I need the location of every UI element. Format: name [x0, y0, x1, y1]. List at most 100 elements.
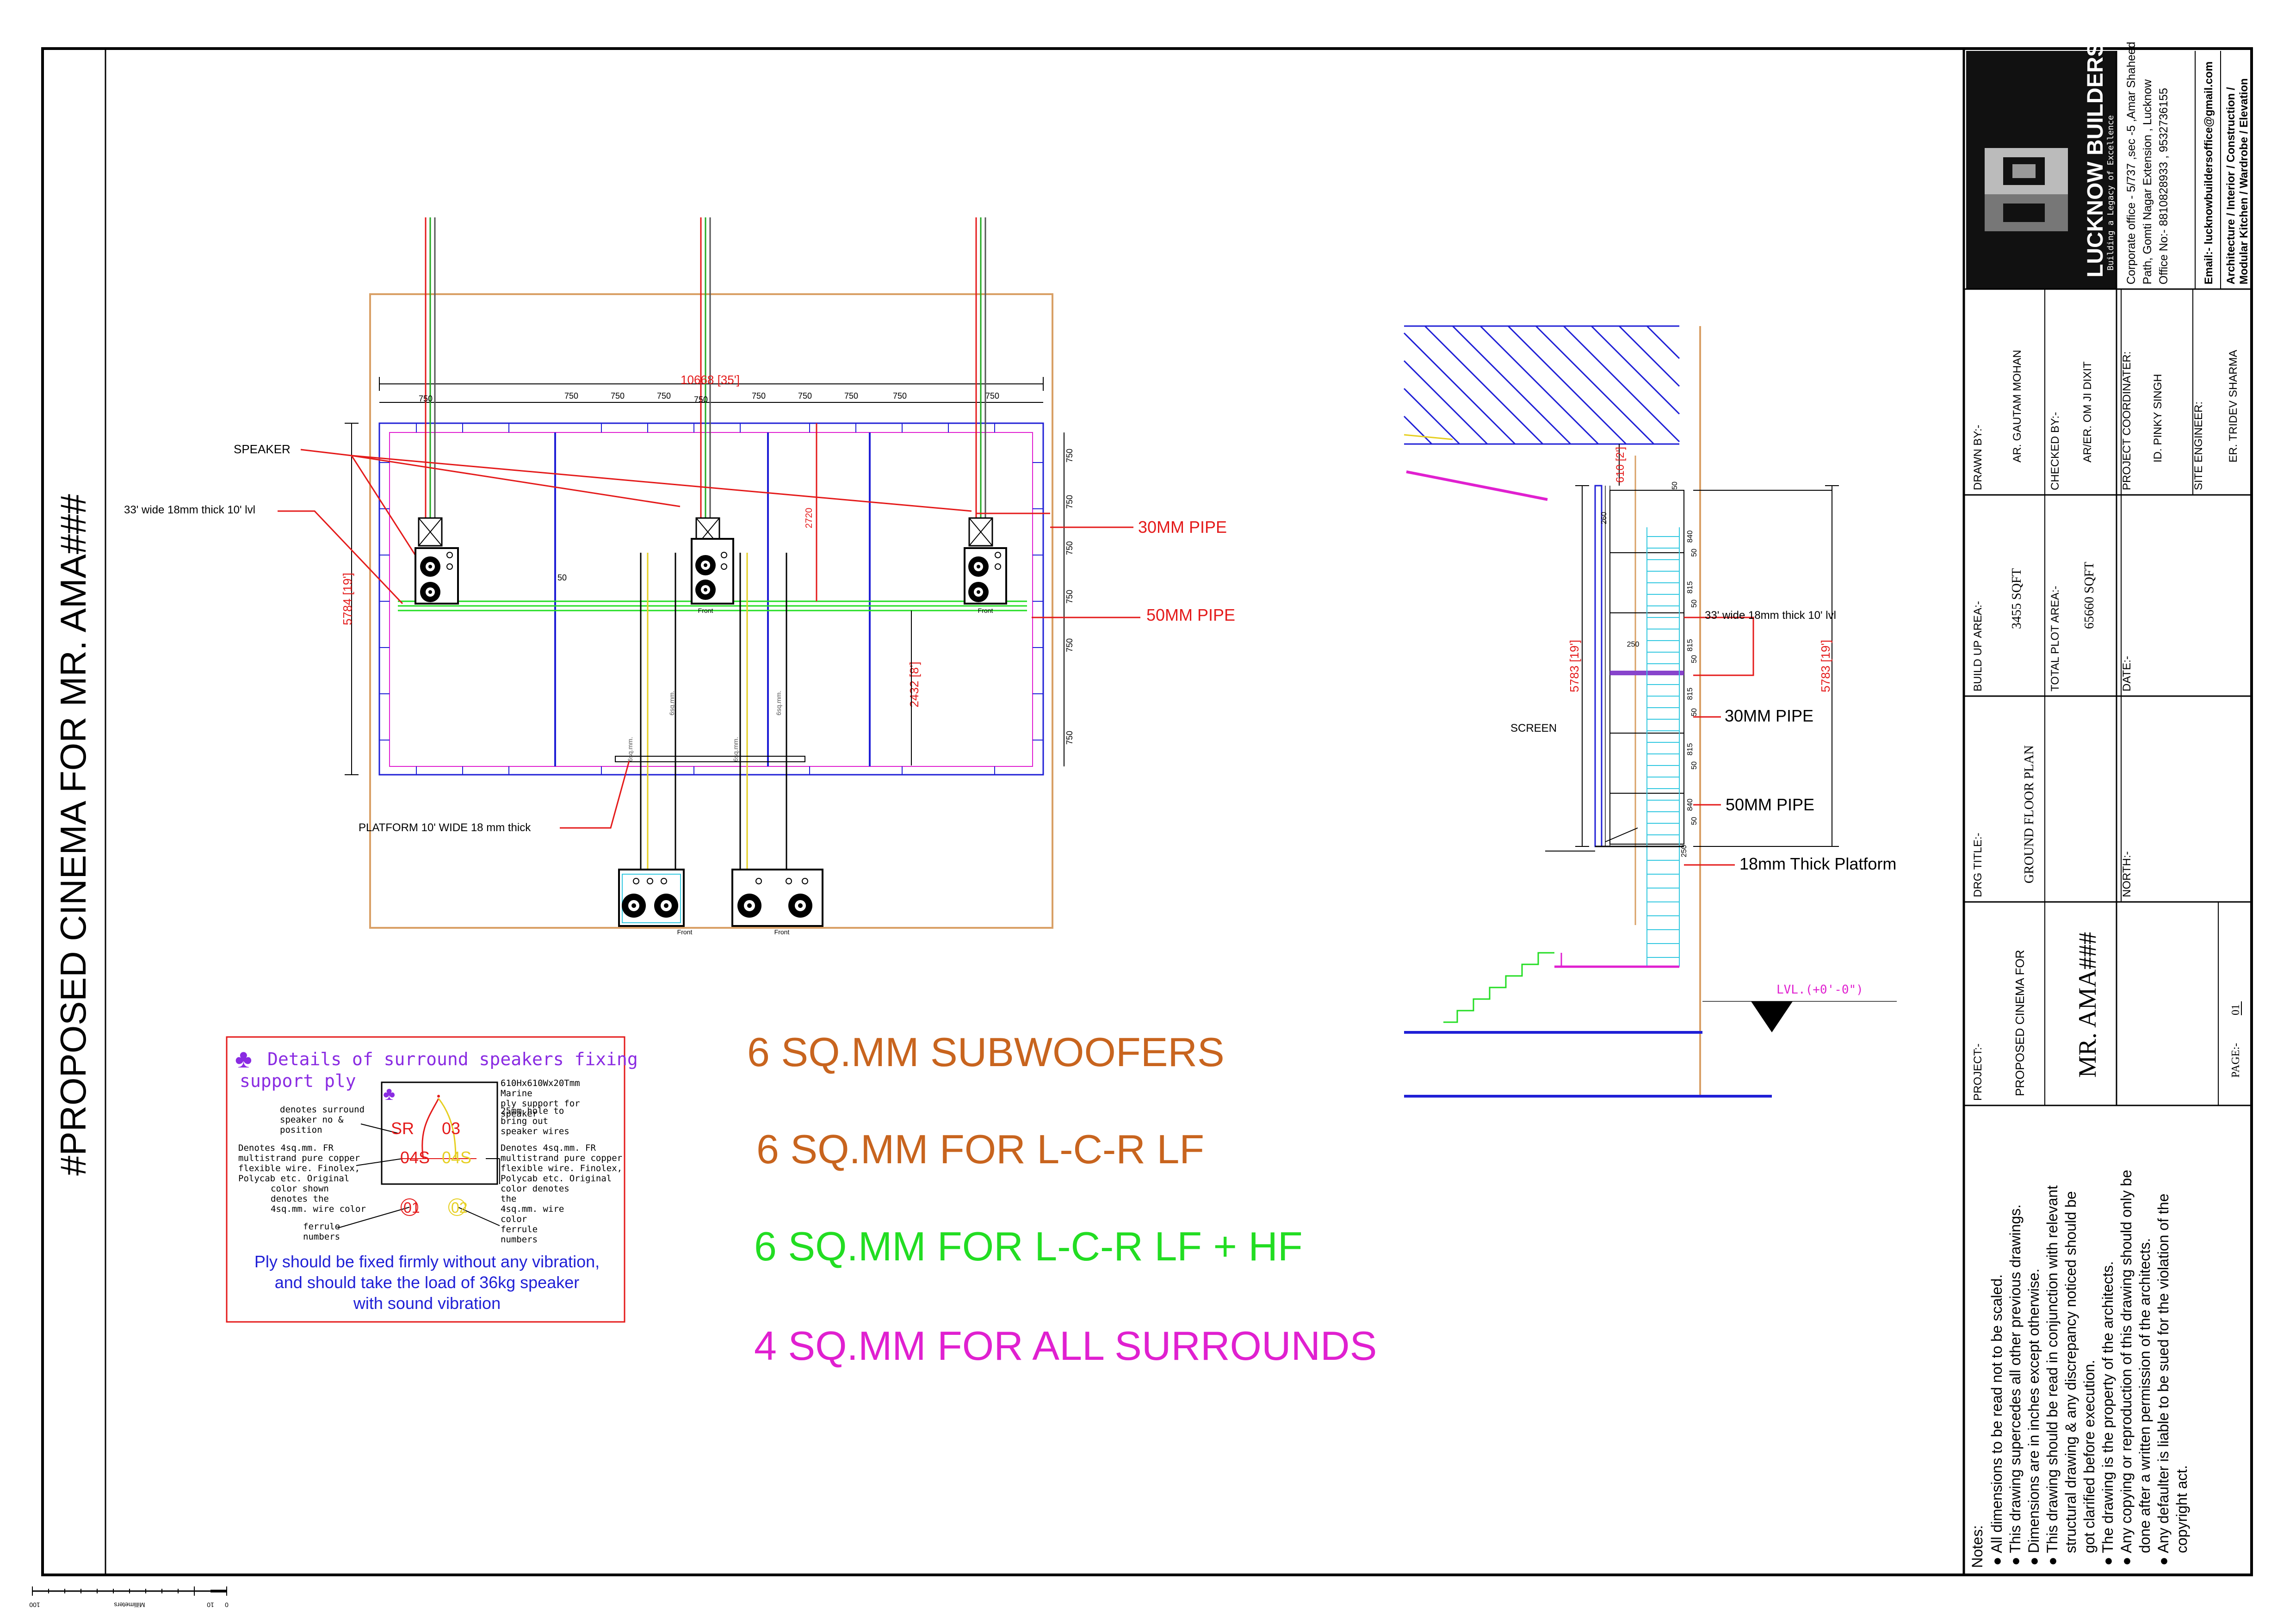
section-small-dims: 50 50 50 50 50 50 50 [1671, 481, 1698, 825]
detail-03: 03 [442, 1119, 460, 1138]
note-bullet: ● [1988, 1557, 2005, 1566]
small-dim: 50 [1690, 817, 1698, 825]
wire-note-left-line: multistrand pure copper [238, 1153, 360, 1163]
section-platform-label: 18mm Thick Platform [1739, 854, 1896, 873]
date-label: DATE:- [2121, 656, 2133, 691]
club-icon-small: ♣ [383, 1084, 395, 1104]
box-dim: 815 [1686, 688, 1694, 700]
company-email: Email:- lucknowbuildersoffice@gmail.com [2203, 62, 2215, 284]
denotes-surround-line: denotes surround [280, 1105, 365, 1115]
section-screen-label: SCREEN [1510, 722, 1557, 734]
hole-note-line: bring out [501, 1116, 548, 1126]
office-line: Corporate office - 5/737 ,sec -5 ,Amar S… [2125, 42, 2138, 284]
denotes-surround-line: speaker no & [280, 1115, 344, 1125]
plan-bay-dims: 750 750 750 750 750 750 750 750 750 750 [419, 391, 999, 404]
side-dim: 750 [1065, 495, 1074, 509]
hole-note-line: speaker wires [501, 1126, 569, 1136]
bay-dim: 750 [893, 391, 907, 401]
services-line: Modular Kitchen / Wardrobe / Elevation [2238, 78, 2250, 284]
plan-dim-50: 50 [557, 573, 567, 582]
box-dim: 840 [1686, 531, 1694, 543]
plot-area: 65660 SQFT [2082, 562, 2097, 629]
note-line: copyright act. [2173, 1465, 2190, 1553]
drg-title-label: DRG TITLE:- [1972, 833, 1984, 897]
small-dim: 50 [1690, 549, 1698, 557]
wire-note-left-line: flexible wire. Finolex, [238, 1163, 360, 1173]
section-dim-250b: 250 [1680, 845, 1688, 858]
note-line: Any defaulter is liable to be sued for t… [2155, 1194, 2172, 1553]
note-line: structural drawing & any discrepancy not… [2062, 1191, 2079, 1553]
front-label-sub-right: Front [774, 928, 790, 936]
small-dim: 50 [1690, 761, 1698, 770]
speaker-right [964, 517, 1007, 605]
wire-note-left-line: 4sq.mm. wire color [271, 1204, 366, 1214]
side-dim: 750 [1065, 449, 1074, 463]
plan-platform-label: PLATFORM 10' WIDE 18 mm thick [359, 821, 531, 834]
wire-tag: 6sq.mm. [626, 737, 634, 762]
wire-note-right-line: multistrand pure copper [501, 1153, 622, 1163]
section-height-left: 5783 [19'] [1567, 640, 1581, 692]
drg-title: GROUND FLOOR PLAN [2022, 745, 2036, 883]
denotes-surround-line: position [280, 1125, 322, 1135]
wire-note-left-line: Denotes 4sq.mm. FR [238, 1143, 334, 1153]
notes-label: Notes: [1969, 1525, 1986, 1568]
drawn-by-label: DRAWN BY:- [1972, 425, 1984, 490]
wire-note-right-line: flexible wire. Finolex, [501, 1163, 622, 1173]
detail-f01: 01 [403, 1199, 420, 1216]
wire-tag: 6sq.mm. [775, 691, 782, 716]
page-label: PAGE:- [2230, 1043, 2242, 1078]
section-pipe-30: 30MM PIPE [1725, 706, 1813, 725]
legend-lcr-lf-hf: 6 SQ.MM FOR L-C-R LF + HF [754, 1223, 1303, 1269]
note-bullet: ● [2025, 1557, 2042, 1566]
company-tagline: Building a Legacy of Excellence [2106, 115, 2116, 271]
scale-tick: 100 [29, 1601, 40, 1609]
side-dim: 750 [1065, 541, 1074, 555]
ferrule-right-line: ferrule [501, 1224, 538, 1234]
coordinator-label: PROJECT COORDINATER: [2121, 352, 2133, 490]
drawn-by: AR. GAUTAM MOHAN [2011, 350, 2024, 463]
section-ply-label: 33' wide 18mm thick 10' lvl [1705, 609, 1836, 622]
note-line: got clarified before execution. [2081, 1360, 2098, 1553]
front-label-center: Front [698, 607, 713, 614]
box-dim: 840 [1686, 799, 1694, 811]
front-label-sub-left: Front [677, 928, 693, 936]
plan-side-dims: 750 750 750 750 750 750 [1065, 449, 1074, 745]
wire-note-right-line: color denotes [501, 1184, 569, 1194]
checked-by: AR/ER. OM JI DIXIT [2081, 361, 2094, 463]
note-line: Dimensions are in inches except otherwis… [2025, 1269, 2042, 1553]
ferrule-left-line: numbers [303, 1232, 340, 1242]
details-box: ♣ Details of surround speakers fixing su… [226, 1036, 638, 1323]
section-level: LVL.(+0'-0") [1776, 983, 1863, 997]
subwoofer-right [731, 869, 823, 927]
note-line: Any copying or reproduction of this draw… [2118, 1170, 2135, 1553]
sheet-title: #PROPOSED CINEMA FOR MR. AMA### [53, 494, 93, 1176]
bay-dim: 750 [419, 394, 433, 403]
plan-speaker-label: SPEAKER [234, 442, 291, 456]
speaker-center [691, 517, 734, 605]
ply-spec-line: 610Hx610Wx20Tmm [501, 1078, 580, 1088]
page-number: 01 [2230, 1004, 2242, 1015]
wire-tag: 6sq.mm. [732, 737, 739, 762]
north-label: NORTH:- [2121, 851, 2133, 897]
wire-tags: 6sq.mm. 6sq.mm. 6sq.mm. 6sq.mm. [626, 691, 782, 762]
club-icon: ♣ [235, 1044, 252, 1073]
legend-lcr-lf: 6 SQ.MM FOR L-C-R LF [756, 1126, 1204, 1172]
scale-label: Millimeters [114, 1601, 145, 1609]
services-line: Architecture / Interior / Construction / [2225, 87, 2237, 284]
bay-dim: 750 [752, 391, 766, 401]
section-dim-250a: 250 [1627, 641, 1640, 648]
bay-dim: 750 [611, 391, 625, 401]
scale-bar: Millimeters 100 10 0 [29, 1586, 229, 1609]
bay-dim: 750 [844, 391, 858, 401]
ply-spec-line: speaker [501, 1109, 538, 1119]
built-up: 3455 SQFT [2010, 568, 2024, 629]
wire-note-left-line: denotes the [271, 1194, 329, 1204]
wire-note-right-line: 4sq.mm. wire [501, 1204, 564, 1214]
built-up-label: BUILD UP AREA:- [1972, 601, 1984, 691]
speaker-left [415, 517, 459, 605]
side-dim: 750 [1065, 638, 1074, 652]
details-note-line: Ply should be fixed firmly without any v… [254, 1252, 600, 1271]
details-title-1: Details of surround speakers fixing [267, 1049, 638, 1069]
section-dim-260: 260 [1600, 512, 1608, 525]
box-dim: 815 [1686, 639, 1694, 652]
